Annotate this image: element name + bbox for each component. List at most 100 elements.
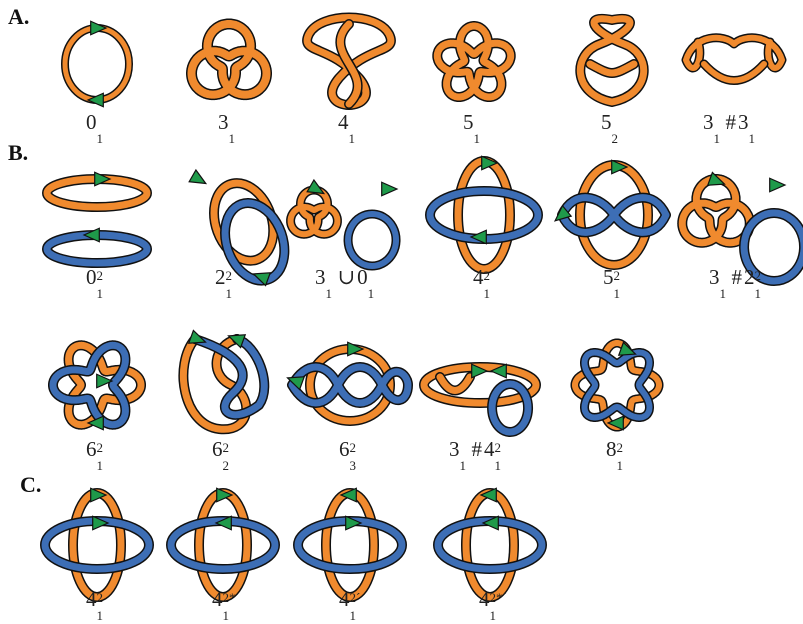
caption-base: 2: [215, 265, 226, 289]
caption-superscript: 2: [613, 268, 621, 283]
orientation-arrow-icon: [611, 159, 629, 175]
caption-subscript: 1: [613, 286, 621, 301]
knot-solomon-orientation-d-icon: [433, 487, 547, 602]
caption-superscript: 2*: [222, 590, 236, 605]
knot-cinquefoil-icon: [432, 21, 516, 102]
orientation-arrow-icon: [286, 376, 306, 391]
caption-base: 5: [603, 265, 614, 289]
knot-unlink-icon: [42, 171, 152, 268]
knot-unknot-icon: [61, 20, 133, 108]
caption-base: 0: [86, 265, 97, 289]
knot-torus-link-icon: [570, 338, 664, 432]
caption-base: 3: [449, 437, 460, 461]
orientation-arrow-icon: [187, 329, 207, 344]
knot-solomon-icon: [425, 155, 543, 274]
caption-operator: ∪: [337, 265, 356, 289]
knot-trefoil-hopf-icon: [677, 171, 803, 286]
caption-base: 4: [339, 587, 350, 611]
caption-subscript: 1: [222, 608, 230, 623]
caption-base: 5: [601, 110, 612, 134]
caption-subscript: 1: [754, 286, 762, 301]
caption-subscript: 1: [616, 458, 624, 473]
caption-subscript: 1: [494, 458, 502, 473]
orientation-arrow-icon: [479, 487, 497, 503]
orientation-arrow-icon: [96, 373, 114, 389]
caption-base: 8: [606, 437, 617, 461]
section-label-c: C.: [20, 472, 42, 497]
knot-twisted-link-icon: [178, 329, 270, 435]
section-label-a: A.: [8, 4, 30, 29]
orientation-arrow-icon: [216, 487, 234, 503]
caption-subscript: 1: [96, 286, 104, 301]
caption-base: 0: [357, 265, 368, 289]
knot-braid-link-icon: [286, 341, 413, 426]
caption-subscript: 1: [96, 608, 104, 623]
orientation-arrow-icon: [188, 168, 208, 185]
orientation-arrow-icon: [769, 177, 787, 193]
caption-superscript: 2: [222, 440, 230, 455]
caption-subscript: 3: [349, 458, 357, 473]
orientation-arrow-icon: [86, 92, 104, 108]
caption-subscript: 1: [367, 286, 375, 301]
caption-subscript: 1: [713, 131, 721, 146]
knot-hopf-icon: [188, 168, 290, 287]
orientation-arrow-icon: [617, 341, 637, 356]
orientation-arrow-icon: [481, 515, 499, 531]
orientation-arrow-icon: [82, 227, 100, 243]
knot-composite-link-icon: [419, 362, 541, 437]
orientation-arrow-icon: [381, 181, 399, 197]
orientation-arrow-icon: [94, 171, 112, 187]
caption-base: 0: [86, 110, 97, 134]
caption-subscript: 1: [483, 286, 491, 301]
orientation-arrow-icon: [706, 171, 726, 186]
caption-base: 5: [463, 110, 474, 134]
caption-subscript: 1: [748, 131, 756, 146]
orientation-arrow-icon: [86, 415, 104, 431]
caption-base: 3: [315, 265, 326, 289]
caption-base: 4: [479, 587, 490, 611]
caption-operator: #: [471, 437, 483, 461]
caption-subscript: 1: [459, 458, 467, 473]
caption-subscript: 1: [489, 608, 497, 623]
orientation-arrow-icon: [214, 515, 232, 531]
knot-solomon-orientation-b-icon: [166, 487, 280, 602]
knot-solomon-orientation-c-icon: [293, 487, 407, 602]
caption-base: 3: [709, 265, 720, 289]
orientation-arrow-icon: [489, 363, 507, 379]
caption-subscript: 1: [325, 286, 333, 301]
caption-subscript: 2: [611, 131, 619, 146]
caption-superscript: 2: [754, 268, 762, 283]
knot-figure-eight-icon: [302, 12, 396, 110]
caption-superscript: 2: [96, 590, 104, 605]
orientation-arrow-icon: [306, 178, 326, 195]
caption-superscript: 2: [483, 268, 491, 283]
caption-superscript: 2: [96, 268, 104, 283]
knot-star-link-icon: [48, 340, 146, 431]
caption-operator: #: [725, 110, 737, 134]
caption-superscript: 2: [494, 440, 502, 455]
caption-base: 6: [212, 437, 223, 461]
caption-subscript: 1: [719, 286, 727, 301]
caption-subscript: 1: [96, 131, 104, 146]
orientation-arrow-icon: [553, 204, 573, 222]
caption-base: 4: [338, 110, 349, 134]
orientation-arrow-icon: [90, 20, 108, 36]
caption-subscript: 1: [348, 131, 356, 146]
caption-superscript: 2: [349, 440, 357, 455]
